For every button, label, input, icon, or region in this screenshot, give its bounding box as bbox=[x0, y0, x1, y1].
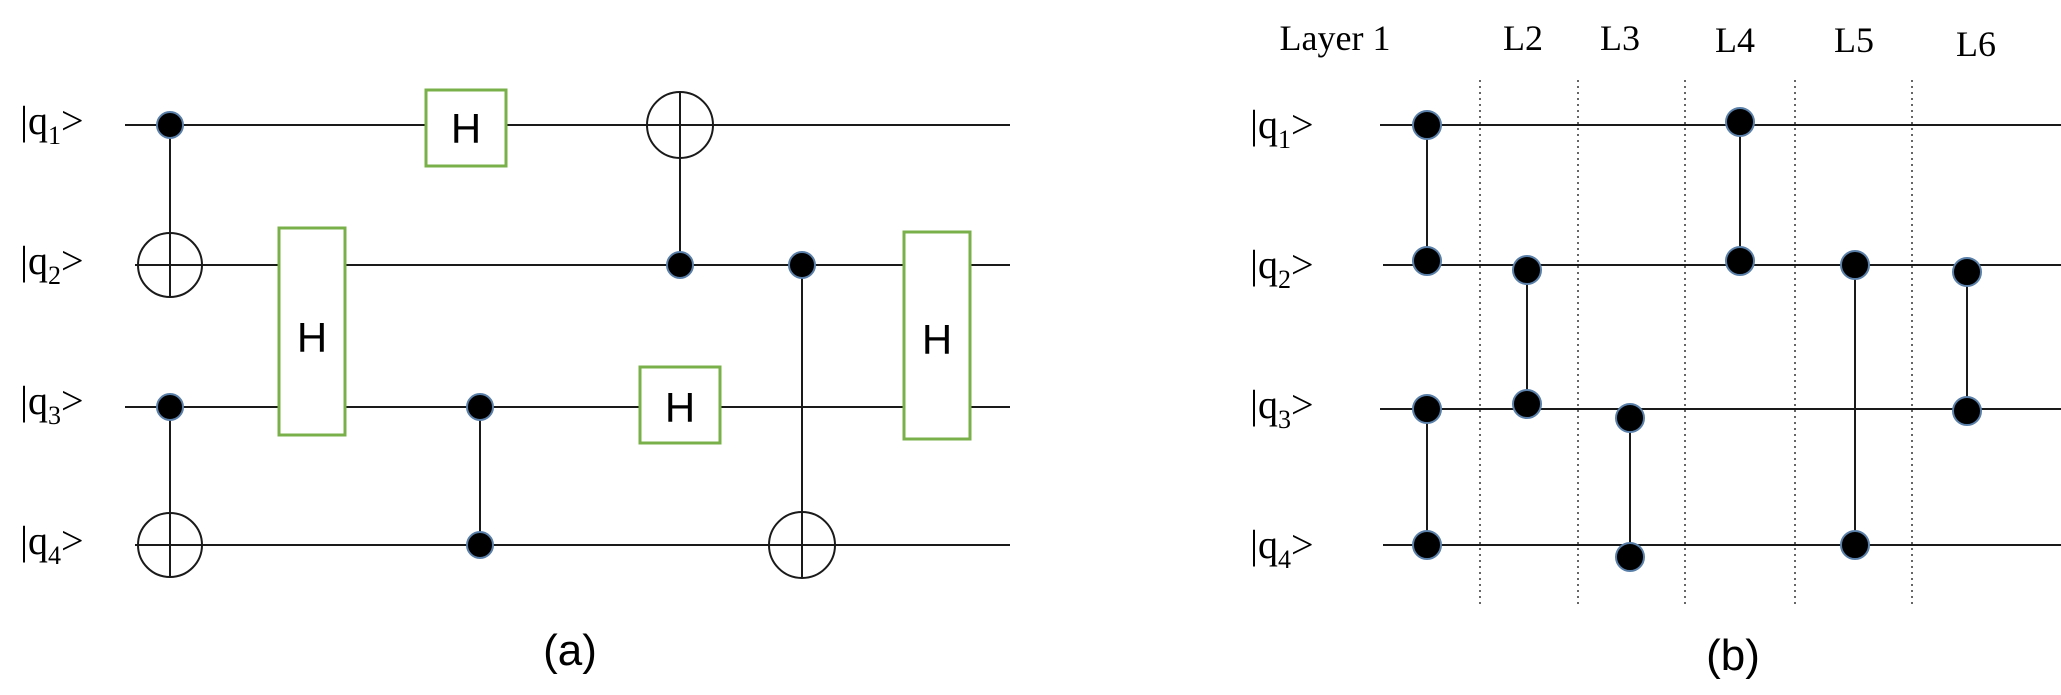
gate-dot bbox=[1952, 257, 1982, 287]
cnot-gate-q2-q4 bbox=[768, 251, 836, 579]
layer-label-1: Layer 1 bbox=[1280, 18, 1391, 58]
gate-dot bbox=[1725, 107, 1755, 137]
control-dot bbox=[466, 393, 494, 421]
qubit-label-q3: |q3> bbox=[20, 378, 84, 430]
two-qubit-gate-l4-q1-q2 bbox=[1725, 107, 1755, 276]
qubit-label-q4: |q4> bbox=[1250, 522, 1314, 574]
h-gate-box bbox=[277, 226, 347, 437]
two-qubit-gate-l1-q1-q2 bbox=[1412, 110, 1442, 276]
cnot-gate-q3-q4 bbox=[137, 393, 203, 578]
two-qubit-gate-l5-q2-q4 bbox=[1840, 250, 1870, 560]
cnot-gate-q2-q1 bbox=[646, 91, 714, 279]
layer-label-3: L3 bbox=[1600, 18, 1640, 58]
gate-dot bbox=[1412, 394, 1442, 424]
h-gate-label: H bbox=[665, 384, 695, 431]
panel-a-circuit: |q1> |q2> |q3> |q4> H bbox=[20, 88, 1010, 675]
panel-a-caption: (a) bbox=[543, 626, 597, 675]
gate-dot bbox=[1412, 110, 1442, 140]
two-qubit-gate-l3-q3-q4 bbox=[1615, 403, 1645, 572]
control-dot bbox=[666, 251, 694, 279]
h-gate-q2-q3: H bbox=[277, 226, 347, 437]
layer-label-5: L5 bbox=[1834, 20, 1874, 60]
layer-label-6: L6 bbox=[1956, 24, 1996, 64]
two-qubit-gate-l1-q3-q4 bbox=[1412, 394, 1442, 560]
qubit-label-q1: |q1> bbox=[1250, 102, 1314, 154]
gate-dot bbox=[1725, 246, 1755, 276]
layer-label-2: L2 bbox=[1503, 18, 1543, 58]
h-gate-q2-q3-right: H bbox=[902, 230, 972, 441]
gate-dot bbox=[1615, 403, 1645, 433]
gate-dot bbox=[1952, 396, 1982, 426]
control-dot bbox=[788, 251, 816, 279]
h-gate-label: H bbox=[297, 314, 327, 361]
panel-b-caption: (b) bbox=[1706, 631, 1760, 680]
gate-dot bbox=[1512, 389, 1542, 419]
control-dot bbox=[156, 111, 184, 139]
qubit-label-q2: |q2> bbox=[1250, 242, 1314, 294]
gate-dot bbox=[1840, 250, 1870, 280]
h-gate-q3: H bbox=[638, 365, 722, 445]
control-dot bbox=[156, 393, 184, 421]
two-qubit-gate-l6-q2-q3 bbox=[1952, 257, 1982, 426]
layer-label-4: L4 bbox=[1715, 20, 1755, 60]
qubit-label-q4: |q4> bbox=[20, 518, 84, 570]
h-gate-label: H bbox=[922, 316, 952, 363]
gate-dot bbox=[1840, 530, 1870, 560]
qubit-label-q3: |q3> bbox=[1250, 382, 1314, 434]
gate-dot bbox=[1615, 542, 1645, 572]
two-qubit-gate-l2-q2-q3 bbox=[1512, 255, 1542, 419]
panel-b-layered-circuit: Layer 1 L2 L3 L4 L5 L6 |q1> |q2> |q3> |q… bbox=[1250, 18, 2061, 680]
cz-gate-q3-q4 bbox=[466, 393, 494, 559]
h-gate-q1: H bbox=[424, 88, 508, 168]
h-gate-box bbox=[902, 230, 972, 441]
cnot-gate-q1-q2 bbox=[137, 111, 203, 298]
gate-dot bbox=[1512, 255, 1542, 285]
gate-dot bbox=[1412, 246, 1442, 276]
h-gate-box bbox=[638, 365, 722, 445]
qubit-label-q2: |q2> bbox=[20, 238, 84, 290]
gate-dot bbox=[1412, 530, 1442, 560]
control-dot bbox=[466, 531, 494, 559]
qubit-label-q1: |q1> bbox=[20, 98, 84, 150]
h-gate-label: H bbox=[451, 105, 481, 152]
h-gate-box bbox=[424, 88, 508, 168]
